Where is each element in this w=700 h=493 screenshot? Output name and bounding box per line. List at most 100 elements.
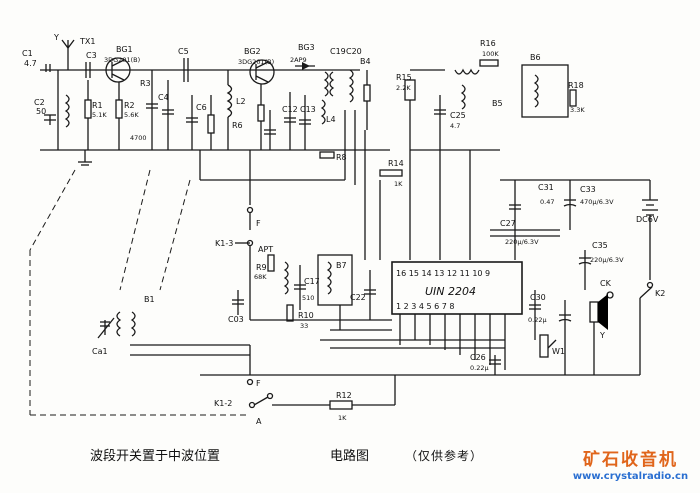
resistor-r14: R14 1K	[379, 159, 404, 188]
caption-right: （仅供参考）	[405, 448, 483, 463]
label-tx1: TX1	[79, 37, 95, 46]
label-c26-value: 0.22μ	[470, 364, 489, 372]
if-stage-b4: BG3 2AP9 C19 C20 B4 C12 C13 L4 R8	[250, 43, 390, 162]
label-r14-value: 1K	[394, 180, 403, 188]
label-r1: R1	[92, 101, 103, 110]
stage-b5: R15 2.2K R16 100K B5 C25 4.7	[396, 39, 503, 151]
label-w1: W1	[552, 347, 565, 356]
label-r12-value: 1K	[338, 414, 347, 422]
label-c22: C22	[350, 293, 366, 302]
label-r14: R14	[388, 159, 404, 168]
label-c20: C20	[346, 47, 362, 56]
coil-l2: L2	[226, 70, 246, 150]
label-ca1: Ca1	[92, 347, 108, 356]
watermark-url: www.crystalradio.cn	[572, 471, 689, 482]
label-r18: R18	[568, 81, 584, 90]
label-r2: R2	[124, 101, 135, 110]
label-bg3-type: 2AP9	[290, 56, 307, 64]
output-caps: C27 220μ/6.3V C35 220μ/6.3V	[490, 219, 624, 290]
ic-pins-bottom: 1 2 3 4 5 6 7 8	[396, 302, 455, 311]
agc-wiring: F	[199, 110, 356, 230]
ic-left-components: C22	[350, 270, 376, 320]
label-dc: DC6V	[636, 215, 659, 224]
label-c2: C2	[34, 98, 45, 107]
label-r16: R16	[480, 39, 496, 48]
label-r9: R9	[256, 263, 267, 272]
dashed-links	[29, 169, 250, 416]
label-c13: C13	[300, 105, 316, 114]
label-k2: K2	[655, 289, 665, 298]
label-bg2-type: 3DG201(B)	[238, 58, 274, 66]
label-c25-value: 4.7	[450, 122, 460, 130]
label-c2-value: 50	[36, 107, 46, 116]
label-r2-value: 5.6K	[124, 111, 139, 119]
label-bg3: BG3	[298, 43, 315, 52]
label-c35-value: 220μ/6.3V	[590, 256, 624, 264]
label-c1-value: 4.7	[24, 59, 37, 68]
label-c26: C26	[470, 353, 486, 362]
label-c30: C30	[530, 293, 546, 302]
label-c33-value: 470μ/6.3V	[580, 198, 614, 206]
input-tank: C2 50	[34, 70, 250, 166]
label-c33: C33	[580, 185, 596, 194]
label-r6: R6	[232, 121, 243, 130]
label-c30-value: 0.22μ	[528, 316, 547, 324]
label-f-bottom: F	[256, 379, 261, 388]
label-b7: B7	[336, 261, 347, 270]
watermark-title: 矿石收音机	[583, 450, 678, 470]
label-c19: C19	[330, 47, 346, 56]
label-r18-value: 3.3K	[570, 106, 585, 114]
label-bg1: BG1	[116, 45, 133, 54]
label-l2: L2	[236, 97, 246, 106]
label-c4700: 4700	[130, 134, 147, 142]
label-r16-value: 100K	[482, 50, 499, 58]
label-c27: C27	[500, 219, 516, 228]
sw-section: K1-3 APT R9 68K C17 510 B7 R10 33 C03	[215, 239, 392, 331]
label-c1: C1	[22, 49, 33, 58]
label-r10: R10	[298, 311, 314, 320]
label-c31-value: 0.47	[540, 198, 554, 206]
caption-left: 波段开关置于中波位置	[90, 449, 220, 464]
label-c03: C03	[228, 315, 244, 324]
label-c31: C31	[538, 183, 554, 192]
speaker-section: CK Y	[558, 279, 614, 375]
label-c6: C6	[196, 103, 207, 112]
trunk-wiring	[364, 130, 471, 260]
watermark: 矿石收音机 www.crystalradio.cn	[563, 450, 698, 484]
label-b5: B5	[492, 99, 503, 108]
label-a: A	[256, 417, 262, 426]
label-y: Y	[599, 331, 605, 340]
label-c25: C25	[450, 111, 466, 120]
k1-2-r12: K1-2 A R12 1K	[214, 375, 396, 426]
label-b6: B6	[530, 53, 541, 62]
label-f-top: F	[256, 219, 261, 228]
label-l4: L4	[326, 115, 336, 124]
label-antenna: Y	[53, 33, 59, 42]
label-k1-3: K1-3	[215, 239, 233, 248]
label-r10-value: 33	[300, 322, 308, 330]
label-c27-value: 220μ/6.3V	[505, 238, 539, 246]
stage-b6: B6 R18 3.3K	[521, 53, 585, 118]
power-supply: C31 0.47 C33 470μ/6.3V DC6V K2	[500, 179, 665, 375]
ic-name: UIN 2204	[425, 285, 476, 298]
label-r12: R12	[336, 391, 352, 400]
label-r15-value: 2.2K	[396, 84, 411, 92]
mw-antenna: B1 Ca1 F	[92, 295, 470, 388]
bias-resistors-stage1: R1 5.1K R2 5.6K 4700	[84, 80, 147, 150]
label-c35: C35	[592, 241, 608, 250]
ic-pins-top: 16 15 14 13 12 11 10 9	[396, 269, 490, 278]
transistor-bg1: BG1 3DG201(B)	[104, 45, 140, 83]
label-c12: C12	[282, 105, 298, 114]
label-r3: R3	[140, 79, 151, 88]
stage1-caps: R3 C4 C5 C6	[140, 47, 215, 150]
label-c17-value: 510	[302, 294, 314, 302]
label-bg2: BG2	[244, 47, 261, 56]
label-r9-value: 68K	[254, 273, 267, 281]
caption-center: 电路图	[330, 448, 369, 464]
label-bg1-type: 3DG201(B)	[104, 56, 140, 64]
label-c4: C4	[158, 93, 169, 102]
label-ck: CK	[600, 279, 612, 288]
antenna-section: TX1 Y C1 4.7 C3	[22, 33, 360, 78]
label-c3: C3	[86, 51, 97, 60]
ic-uin2204: 16 15 14 13 12 11 10 9 UIN 2204 1 2 3 4 …	[320, 261, 523, 370]
